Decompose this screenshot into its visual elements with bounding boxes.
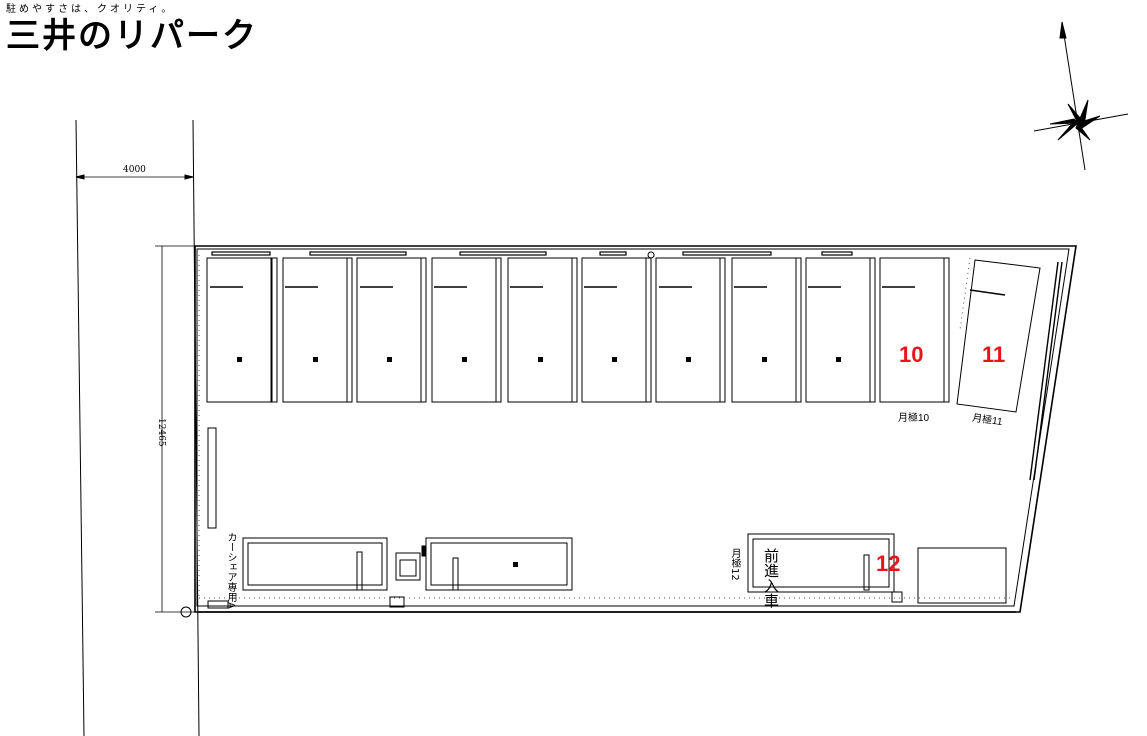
compass-icon: [1033, 21, 1129, 171]
payment-machine: [395, 552, 421, 581]
fence-segments: [211, 251, 853, 256]
stall-12-inner: [752, 538, 890, 588]
left-fence-bar: [207, 427, 217, 529]
utility-box: [917, 547, 1007, 604]
stall-11: [956, 259, 1041, 413]
stall-1: [206, 257, 272, 403]
car-share-stall-inner: [247, 542, 383, 586]
dotted-guides: [198, 255, 1010, 600]
lot-boundary-inner: [196, 248, 1070, 607]
pole-marker: [647, 251, 655, 259]
road-edge-line-inner: [192, 119, 200, 736]
logo-tagline: 駐めやすさは、クオリティ。: [6, 4, 175, 15]
stall-4: [431, 257, 497, 403]
car-share-stall: [242, 537, 388, 591]
sign-post: [207, 600, 229, 609]
stall-number-11: 11: [982, 342, 1006, 367]
car-share-post: [356, 551, 363, 591]
stall-markers: [237, 357, 841, 567]
car-share-label: カーシェア専用A: [225, 532, 236, 609]
bottom-middle-stall-inner: [430, 542, 568, 586]
bottom-middle-stall: [425, 537, 573, 591]
road-edge-line-outer: [75, 119, 85, 736]
depth-dimension-label: 12465: [156, 418, 166, 447]
stall-12: [747, 533, 895, 593]
small-fixture: [389, 596, 405, 608]
payment-machine-screen: [399, 559, 417, 577]
payment-machine-bar: [421, 545, 426, 557]
stall-9: [805, 257, 871, 403]
width-arrow-left: [75, 174, 85, 180]
top-row-stalls: [206, 257, 945, 403]
stall-3: [356, 257, 422, 403]
bottom-middle-post: [452, 557, 459, 591]
stall-number-10: 10: [899, 342, 924, 367]
stall-2: [282, 257, 348, 403]
right-fence: [1029, 261, 1059, 481]
width-dimension-label: 4000: [123, 165, 146, 175]
right-fence-2: [1033, 261, 1063, 481]
stall-label-12: 月極12: [729, 548, 740, 581]
stall-label-10: 月極10: [898, 413, 930, 424]
stall-10: [879, 257, 945, 403]
logo-brand: 三井のリパーク: [6, 16, 258, 56]
stall-11-wheel-stop: [969, 289, 1006, 296]
width-arrow-right: [184, 174, 194, 180]
fixture-right: [891, 591, 903, 603]
forward-entry-label: 前進入車: [762, 548, 780, 608]
stall-12-post: [863, 554, 870, 591]
lot-boundary-outer: [194, 245, 1077, 613]
stall-6: [581, 257, 647, 403]
logo: 駐めやすさは、クオリティ。 三井のリパーク: [6, 4, 258, 56]
stall-7: [655, 257, 721, 403]
stall-number-12: 12: [876, 551, 901, 576]
stall-divider-posts: [271, 257, 950, 403]
corner-marker: [180, 606, 192, 618]
stall-5: [507, 257, 573, 403]
stall-8: [731, 257, 797, 403]
